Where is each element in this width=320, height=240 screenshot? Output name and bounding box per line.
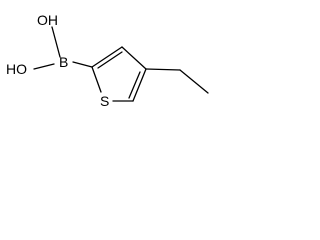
bond-b-o-top (51, 26, 61, 58)
bond-c4-c5-outer (132, 68, 147, 102)
atom-label-oh-top: OH (37, 12, 58, 28)
bond-c2-c3-inner (97, 51, 123, 69)
atom-label-sulfur: S (100, 93, 109, 109)
atom-label-ho-bottom: HO (6, 61, 27, 77)
bond-c2-c3-outer (91, 46, 123, 68)
bond-c4-c5-inner (128, 71, 141, 99)
atom-labels: OH HO B S (6, 12, 109, 109)
bond-c3-c4 (121, 46, 147, 70)
bond-s-c2 (91, 66, 102, 93)
molecule-structure: OH HO B S (6, 12, 209, 109)
atom-label-boron: B (59, 54, 68, 70)
bond-ch2-ch3 (179, 69, 209, 94)
bond-b-o-bottom (33, 63, 55, 70)
bond-c4-ch2 (145, 68, 181, 71)
bond-b-c2 (72, 61, 93, 68)
bonds (33, 26, 209, 102)
